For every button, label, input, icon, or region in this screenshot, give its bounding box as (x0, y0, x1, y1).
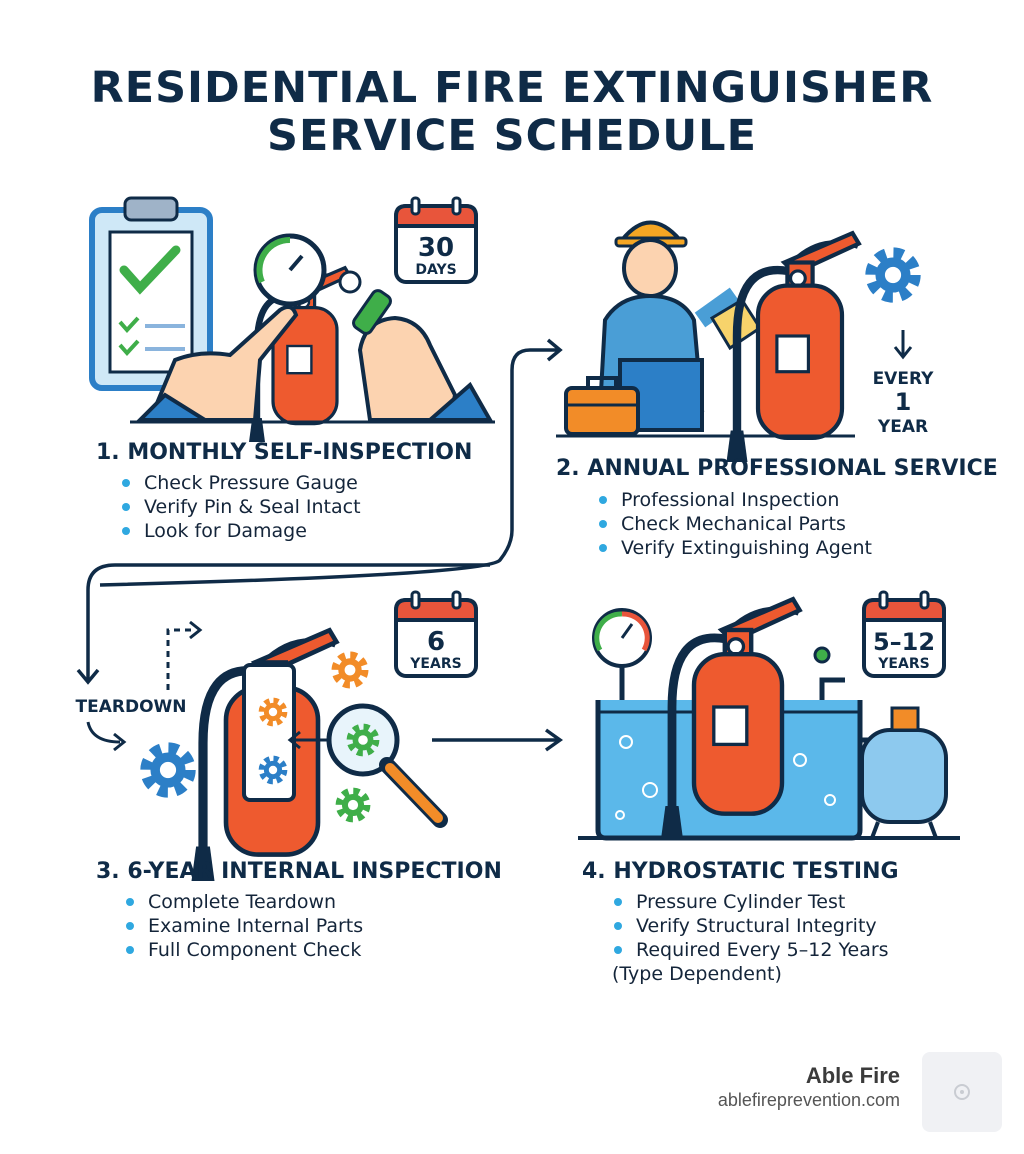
list-item-continuation: (Type Dependent) (612, 963, 782, 985)
step-1-title: 1. MONTHLY SELF-INSPECTION (96, 440, 473, 465)
arrow-down-icon (893, 330, 913, 360)
logo-icon (922, 1052, 1002, 1132)
list-item: Look for Damage (120, 519, 361, 543)
list-item: Examine Internal Parts (124, 914, 363, 938)
hand-holding-seal-icon (338, 270, 494, 422)
calendar-4-unit: YEARS (877, 656, 929, 672)
toolbox-icon (564, 376, 640, 436)
page-title-line-1: RESIDENTIAL FIRE EXTINGUISHER (90, 63, 934, 113)
calendar-icon-4: 5–12 YEARS (862, 590, 946, 678)
step-2-list: Professional Inspection Check Mechanical… (597, 488, 872, 560)
calendar-3-unit: YEARS (409, 656, 461, 672)
teardown-label: TEARDOWN (75, 697, 187, 717)
step-3-list: Complete Teardown Examine Internal Parts… (124, 890, 363, 962)
list-item: Verify Structural Integrity (612, 914, 889, 938)
list-item: Complete Teardown (124, 890, 363, 914)
list-item: Required Every 5–12 Years (612, 938, 889, 962)
page-title-line-2: SERVICE SCHEDULE (267, 111, 757, 161)
list-item: Verify Extinguishing Agent (597, 536, 872, 560)
calendar-icon-3: 6 YEARS (394, 590, 478, 678)
step-1-list: Check Pressure Gauge Verify Pin & Seal I… (120, 471, 361, 543)
interval-2-line1: EVERY (873, 369, 935, 389)
step-4-title: 4. HYDROSTATIC TESTING (582, 859, 899, 884)
pressure-gauge-icon (253, 233, 327, 307)
pressure-cylinder-icon (860, 706, 948, 839)
list-item: Full Component Check (124, 938, 363, 962)
extinguisher-icon-2 (727, 233, 859, 462)
brand-url: ablefireprevention.com (717, 1090, 900, 1110)
list-item: Pressure Cylinder Test (612, 890, 889, 914)
interval-2-line2: 1 (895, 388, 912, 416)
interval-2-line3: YEAR (877, 417, 928, 437)
list-item: Check Pressure Gauge (120, 471, 361, 495)
calendar-1-value: 30 (418, 233, 454, 263)
step-4-list: Pressure Cylinder Test Verify Structural… (612, 890, 889, 986)
connector-1-2 (99, 348, 560, 587)
list-item: Check Mechanical Parts (597, 512, 872, 536)
list-item: Verify Pin & Seal Intact (120, 495, 361, 519)
clipboard-icon (89, 196, 213, 391)
list-item: Professional Inspection (597, 488, 872, 512)
magnifier-icon (326, 703, 448, 828)
gear-icon-3d (336, 656, 365, 685)
technician-icon (597, 220, 741, 432)
calendar-3-value: 6 (427, 627, 445, 657)
calendar-4-value: 5–12 (873, 628, 935, 656)
gear-icon-3a (146, 748, 189, 791)
calendar-icon-1: 30 DAYS (394, 196, 478, 284)
calendar-1-unit: DAYS (415, 262, 456, 278)
gear-icon-3e (339, 791, 366, 818)
step-3-title: 3. 6-YEAR INTERNAL INSPECTION (96, 859, 502, 884)
step-2-title: 2. ANNUAL PROFESSIONAL SERVICE (556, 456, 998, 481)
gauge-icon-4 (592, 608, 652, 700)
gear-icon-2 (871, 253, 914, 296)
connector-2-3 (86, 563, 490, 680)
hand-pointing-icon (135, 304, 299, 422)
brand-name: Able Fire (805, 1063, 900, 1088)
